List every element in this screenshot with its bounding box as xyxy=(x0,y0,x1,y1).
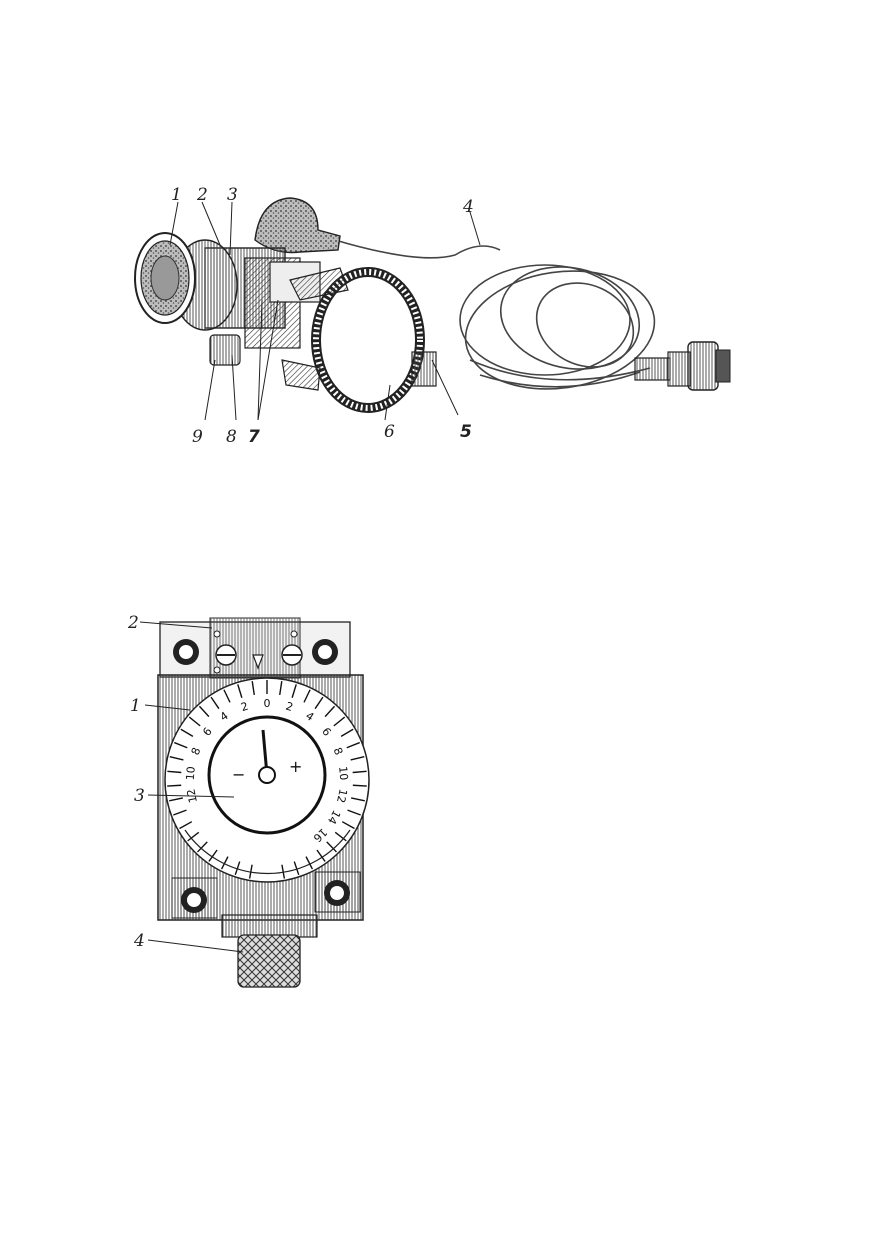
knurled-knob xyxy=(237,934,301,988)
dial-tick xyxy=(208,849,218,862)
dial-number-right-5: 12 xyxy=(334,788,350,804)
index-triangle-icon xyxy=(252,654,264,670)
dial-tick xyxy=(334,831,347,842)
dial-tick xyxy=(316,849,326,862)
dial-number-left-5: 10 xyxy=(184,766,198,781)
bottom-screws xyxy=(171,871,361,919)
dial-number-right-4: 10 xyxy=(336,766,350,781)
dial-tick xyxy=(169,755,184,761)
label-6-top: 6 xyxy=(384,422,395,442)
dial-tick xyxy=(350,797,365,802)
dial-tick xyxy=(324,705,336,718)
dial-tick xyxy=(173,809,187,816)
dial-tick xyxy=(167,770,182,774)
front-cap xyxy=(134,232,238,331)
cable-plug xyxy=(634,341,731,391)
dial-tick xyxy=(223,689,231,703)
dial-tick xyxy=(167,784,182,787)
dial-tick xyxy=(291,684,297,698)
label-7-top: 7 xyxy=(248,427,260,447)
dial-tick xyxy=(251,680,255,696)
label-3-top: 3 xyxy=(227,185,238,205)
dial-tick xyxy=(346,741,360,749)
dial-tick xyxy=(340,728,354,737)
dial-tick xyxy=(293,861,300,876)
dial-tick xyxy=(352,784,367,787)
dial-ticks xyxy=(167,680,367,879)
dial-tick xyxy=(188,716,201,727)
dial-tick xyxy=(326,841,337,853)
dial-tick xyxy=(314,696,324,710)
dial-tick xyxy=(303,689,311,703)
dial-tick xyxy=(220,856,229,870)
minus-sign: − xyxy=(232,765,245,784)
top-device: 1 2 3 4 5 6 7 8 9 xyxy=(134,185,731,447)
bottom-leaders xyxy=(139,621,244,953)
cable-boot xyxy=(254,197,341,254)
dial-number-left-0: 0 xyxy=(264,697,271,710)
label-5-top: 5 xyxy=(460,422,472,442)
dial-tick xyxy=(169,797,184,802)
dial-tick xyxy=(198,705,210,718)
dial-tick xyxy=(352,770,367,774)
top-leaders xyxy=(169,201,481,421)
dial-tick xyxy=(187,831,200,842)
dial-number-left-1: 2 xyxy=(239,700,249,714)
dial-tick xyxy=(333,716,346,727)
dial-tick xyxy=(180,728,194,737)
dial-tick xyxy=(281,864,286,879)
dial-tick xyxy=(341,821,355,830)
dial-tick xyxy=(210,696,220,710)
dial-tick xyxy=(197,841,208,853)
dial-tick xyxy=(174,741,188,749)
dial-number-left-4: 8 xyxy=(189,746,204,757)
top-screws xyxy=(173,630,338,674)
dial-tick xyxy=(234,861,241,876)
dial-tick xyxy=(305,856,314,870)
label-2-top: 2 xyxy=(196,185,208,205)
clamp-ring xyxy=(281,267,437,413)
label-3-bottom: 3 xyxy=(134,786,145,806)
cable-coil xyxy=(334,239,656,390)
dial-tick xyxy=(279,680,283,696)
label-8-top: 8 xyxy=(226,427,237,447)
label-4-bottom: 4 xyxy=(133,931,145,951)
dial-tick xyxy=(237,684,243,698)
label-1-bottom: 1 xyxy=(130,696,141,716)
dial-tick xyxy=(347,809,361,816)
plus-sign: + xyxy=(289,757,302,776)
dial-tick xyxy=(179,821,193,830)
label-9-top: 9 xyxy=(192,427,203,447)
dial-number-right-6: 14 xyxy=(325,808,343,827)
label-4-top: 4 xyxy=(462,197,474,217)
label-1-top: 1 xyxy=(171,185,182,205)
needle-hub xyxy=(258,766,276,784)
dial-number-right-3: 8 xyxy=(331,746,346,757)
label-2-bottom: 2 xyxy=(127,613,139,633)
dial-tick xyxy=(350,755,365,761)
dial-number-right-0: 2 xyxy=(284,700,294,714)
